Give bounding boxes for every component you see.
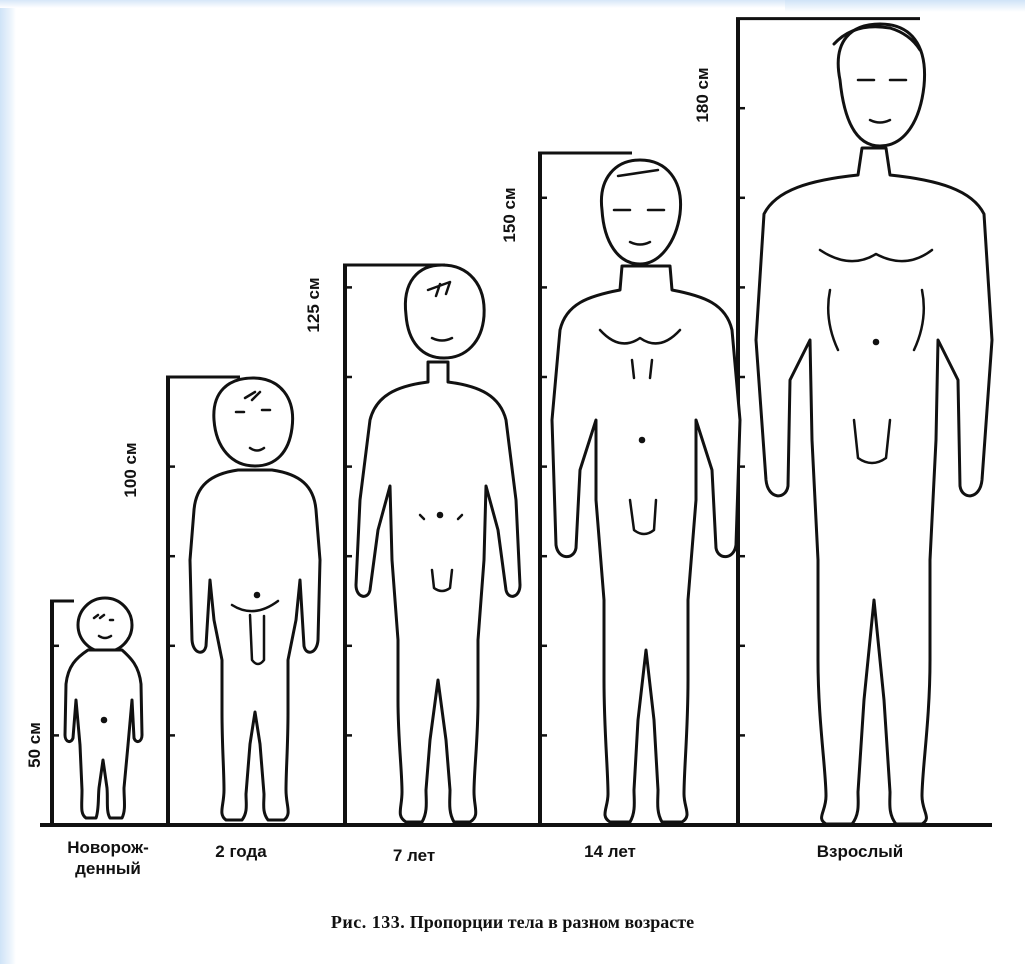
caption-age14: 14 лет bbox=[570, 841, 650, 862]
figure-caption: Рис. 133. Пропорции тела в разном возрас… bbox=[0, 912, 1025, 933]
figure-age7 bbox=[356, 265, 520, 822]
caption-age2: 2 года bbox=[196, 841, 286, 862]
height-label-age14: 150 см bbox=[500, 187, 519, 242]
caption-age7: 7 лет bbox=[374, 845, 454, 866]
figure-caption-text: Пропорции тела в разном возрасте bbox=[410, 912, 694, 932]
figure-age14 bbox=[552, 160, 740, 822]
figure-newborn bbox=[65, 598, 142, 818]
caption-adult: Взрослый bbox=[800, 841, 920, 862]
height-label-adult: 180 см bbox=[693, 67, 712, 122]
caption-newborn: Новорож- денный bbox=[44, 837, 172, 879]
figure-age2 bbox=[190, 378, 320, 820]
height-label-age2: 100 см bbox=[121, 442, 140, 497]
height-label-newborn: 50 см bbox=[25, 722, 44, 768]
caption-newborn-line-2: денный bbox=[44, 858, 172, 879]
caption-newborn-line-1: Новорож- bbox=[44, 837, 172, 858]
height-label-age7: 125 см bbox=[304, 277, 323, 332]
figure-adult bbox=[756, 24, 992, 824]
figure-caption-number: Рис. 133. bbox=[331, 912, 405, 932]
